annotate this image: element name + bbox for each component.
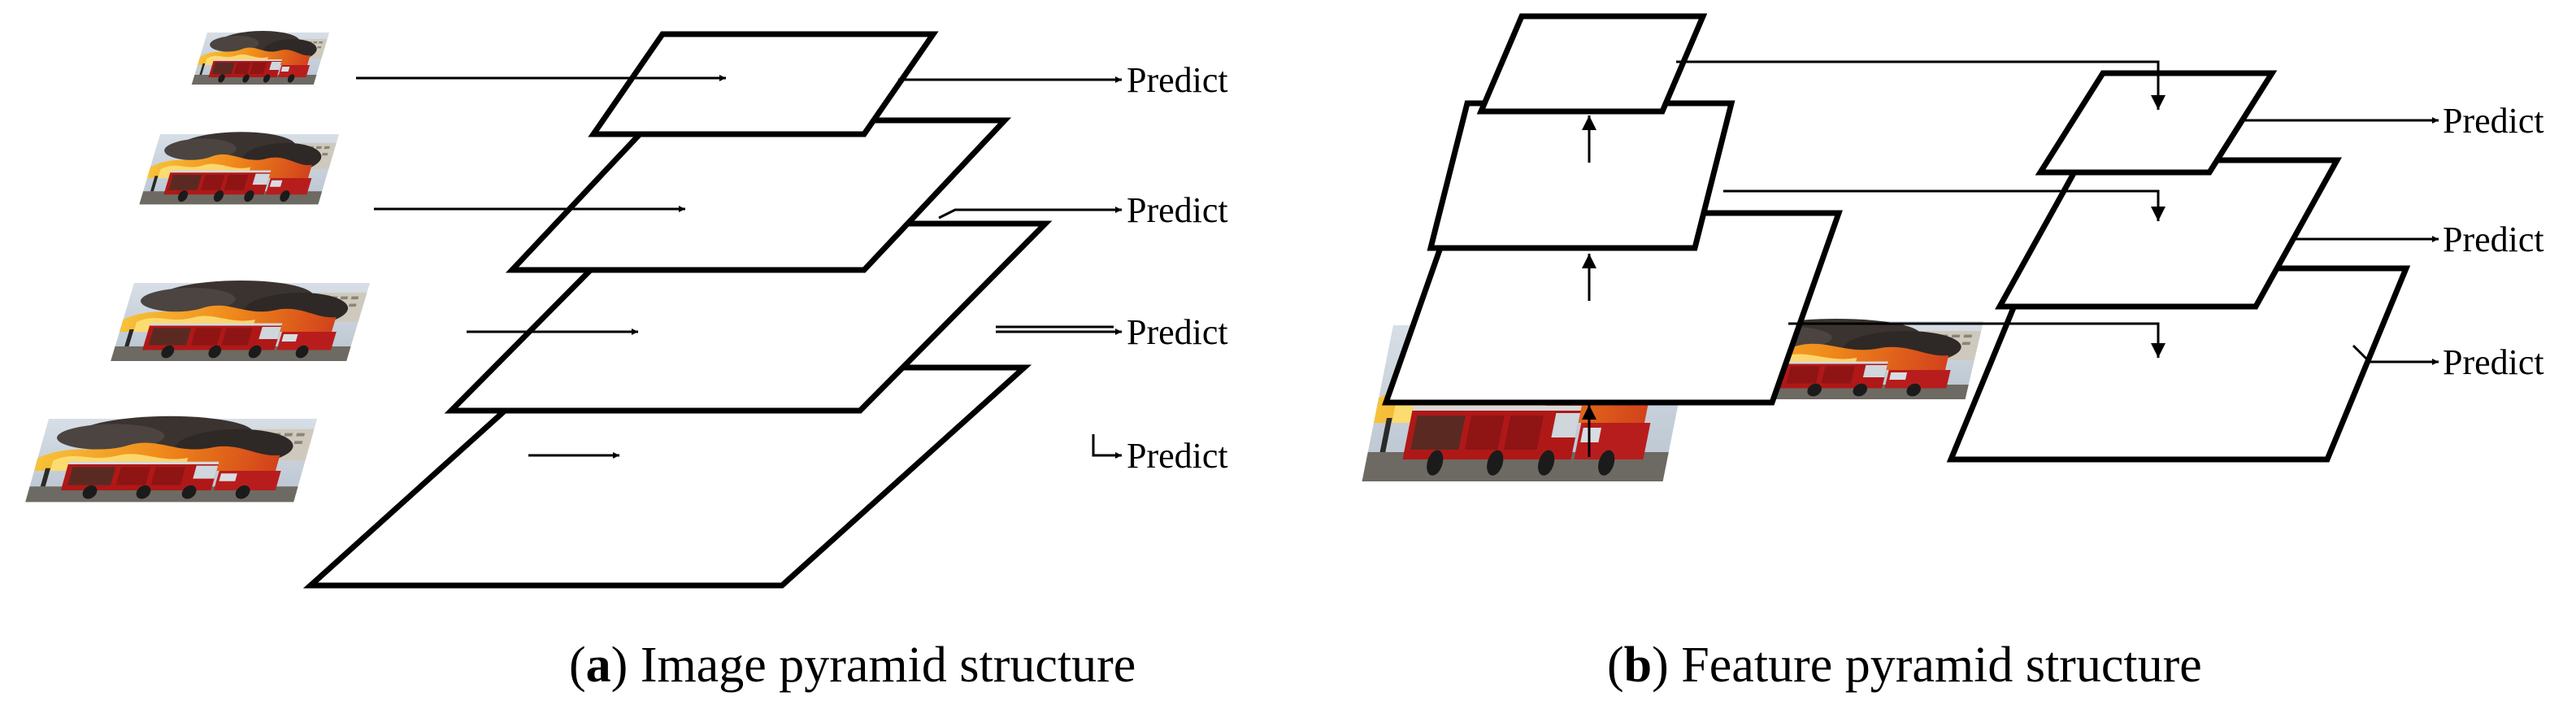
top-down-plate-3	[1946, 265, 2411, 463]
top-down-plate-2	[1995, 157, 2342, 310]
panel-b: Predict Predict Predict (b) Feature pyra…	[1362, 13, 2544, 693]
predict-label-b-1: Predict	[2443, 101, 2544, 141]
predict-label-a-4: Predict	[1127, 436, 1228, 476]
caption-a-letter: a	[586, 638, 611, 693]
caption-b: (b) Feature pyramid structure	[1607, 638, 2202, 693]
top-down-plate-1	[2035, 70, 2278, 176]
predict-label-b-2: Predict	[2443, 220, 2544, 259]
feature-plate-a-1	[588, 31, 939, 137]
predict-label-b-3: Predict	[2443, 342, 2544, 382]
caption-b-text: Feature pyramid structure	[1669, 638, 2202, 693]
bottom-up-plate-2	[1427, 100, 1735, 251]
predict-label-a-2: Predict	[1127, 190, 1228, 230]
feature-plate-a-4	[302, 364, 1032, 589]
caption-a: (a) Image pyramid structure	[569, 638, 1136, 693]
panel-a: Predict Predict Predict Predict (a) Imag…	[25, 31, 1228, 693]
predict-label-a-1: Predict	[1127, 60, 1228, 100]
caption-b-letter: b	[1624, 638, 1652, 693]
caption-a-text: Image pyramid structure	[628, 638, 1136, 693]
bottom-up-plate-1	[1382, 210, 1843, 406]
fire-truck-photo	[25, 31, 371, 503]
feature-plate-a-2	[505, 117, 1012, 273]
bottom-up-plate-3	[1476, 13, 1708, 115]
predict-label-a-3: Predict	[1127, 312, 1228, 352]
